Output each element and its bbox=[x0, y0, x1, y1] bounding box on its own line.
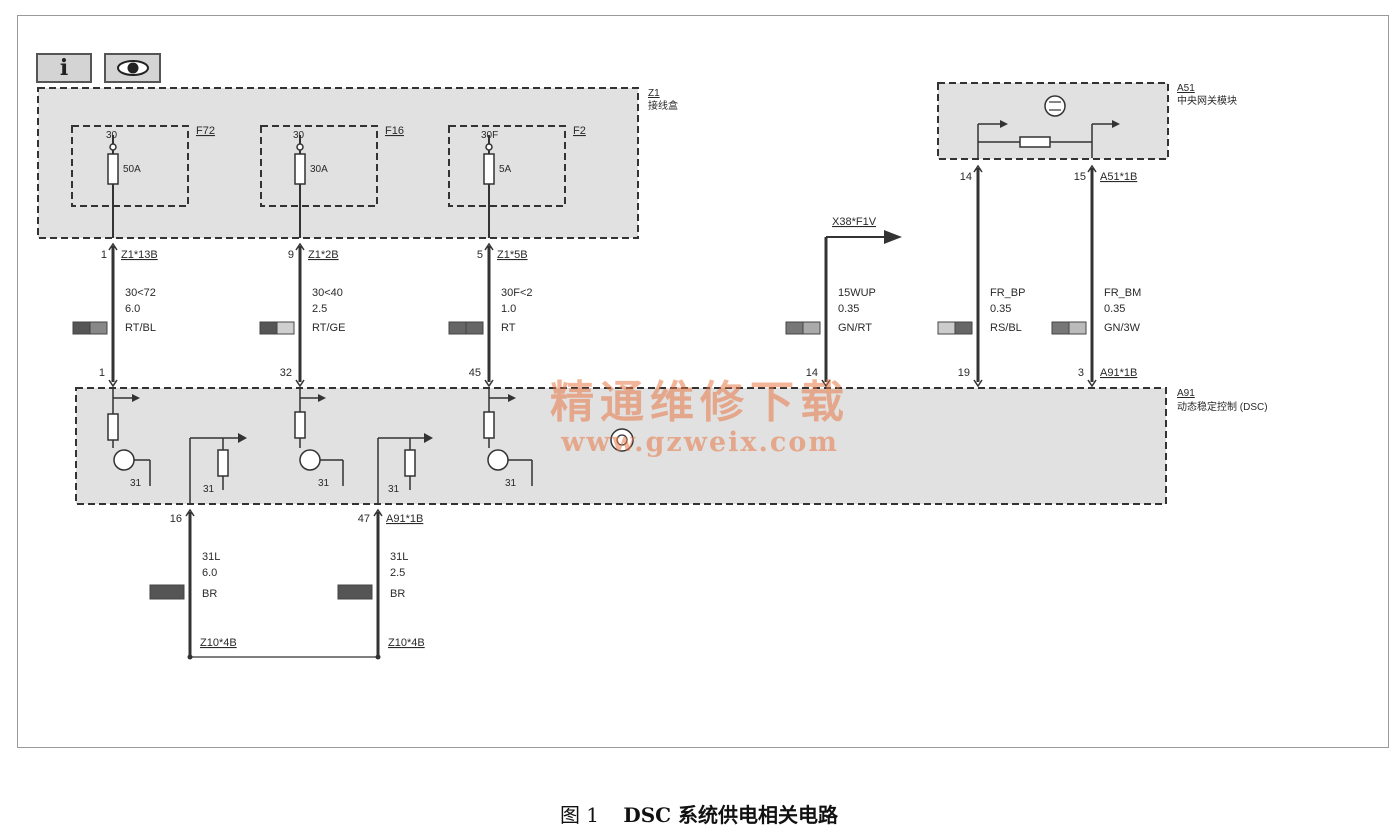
wire-color: RT/BL bbox=[125, 322, 156, 334]
wire-connector-label: Z1*2B bbox=[308, 249, 339, 261]
wire-connector-label: A51*1B bbox=[1100, 171, 1137, 183]
wire-bottom-pin: 19 bbox=[958, 367, 970, 379]
svg-text:50A: 50A bbox=[123, 164, 141, 175]
svg-text:F72: F72 bbox=[196, 125, 215, 137]
fuse-f72: 30 50A F72 bbox=[71, 125, 215, 207]
svg-text:31: 31 bbox=[203, 484, 215, 495]
a91-internal-circuits: 31 31 31 31 bbox=[107, 388, 634, 504]
wire-color: RT/GE bbox=[312, 322, 345, 334]
wire-color-swatch bbox=[785, 321, 804, 335]
wire-color-swatch bbox=[259, 321, 278, 335]
wire-color: RT bbox=[501, 322, 516, 334]
wire-connector-label: Z10*4B bbox=[388, 637, 425, 649]
module-a51-code: A51 bbox=[1177, 83, 1195, 94]
figure-label: 图 1 bbox=[559, 803, 600, 827]
figure-caption: 图 1 DSC 系统供电相关电路 bbox=[0, 799, 1398, 828]
ground-wire-1: 16 31L 6.0BR Z10*4B bbox=[149, 508, 237, 655]
wire-top-pin: 14 bbox=[960, 171, 972, 183]
ground-wire-2: 47 A91*1B 31L 2.5BR Z10*4B bbox=[337, 508, 425, 655]
wire-top-pin: 9 bbox=[288, 249, 294, 261]
wire-connector-label: A91*1B bbox=[386, 513, 423, 525]
fuse-f2: 30F 5A F2 bbox=[448, 125, 586, 207]
svg-text:F16: F16 bbox=[385, 125, 404, 137]
svg-text:5A: 5A bbox=[499, 164, 512, 175]
view-icon bbox=[116, 60, 149, 76]
wire-size: 6.0 bbox=[202, 567, 217, 579]
wire-color: BR bbox=[390, 588, 405, 600]
wire-size: 1.0 bbox=[501, 303, 516, 315]
wire-bottom-pin: 14 bbox=[806, 367, 818, 379]
wire-bottom-pin: 1 bbox=[99, 367, 105, 379]
svg-text:30: 30 bbox=[106, 130, 118, 141]
info-icon: i bbox=[59, 55, 69, 81]
wire-size: 0.35 bbox=[1104, 303, 1125, 315]
wire-color: GN/RT bbox=[838, 322, 872, 334]
wire-signal: FR_BP bbox=[990, 287, 1025, 299]
svg-text:30A: 30A bbox=[310, 164, 328, 175]
wire-color-swatch bbox=[72, 321, 91, 335]
wire-connector-label: Z10*4B bbox=[200, 637, 237, 649]
wire-connector-label: X38*F1V bbox=[832, 216, 877, 228]
svg-text:31: 31 bbox=[388, 484, 400, 495]
module-z1-box bbox=[37, 87, 639, 239]
wire-color: RS/BL bbox=[990, 322, 1022, 334]
svg-text:30: 30 bbox=[293, 130, 305, 141]
wire-bottom-pin: 3 bbox=[1078, 367, 1084, 379]
wire-color-swatch bbox=[937, 321, 956, 335]
svg-text:31: 31 bbox=[318, 478, 330, 489]
wire-signal: 30F<2 bbox=[501, 287, 533, 299]
svg-text:31: 31 bbox=[130, 478, 142, 489]
figure-title: DSC 系统供电相关电路 bbox=[623, 803, 839, 827]
wire-connector-label: A91*1B bbox=[1100, 367, 1137, 379]
wire-signal: 30<72 bbox=[125, 287, 156, 299]
wire-2: 9 Z1*2B 30<40 2.5RT/GE 32 bbox=[259, 242, 345, 388]
svg-text:F2: F2 bbox=[573, 125, 586, 137]
wire-top-pin: 16 bbox=[170, 513, 182, 525]
info-button[interactable]: i bbox=[36, 53, 92, 83]
module-a51-box bbox=[937, 82, 1169, 160]
wire-color: GN/3W bbox=[1104, 322, 1141, 334]
wire-size: 0.35 bbox=[990, 303, 1011, 315]
wire-signal: 31L bbox=[202, 551, 220, 563]
wire-signal: FR_BM bbox=[1104, 287, 1141, 299]
svg-text:30F: 30F bbox=[481, 130, 498, 141]
wire-color-swatch bbox=[1051, 321, 1070, 335]
module-z1-code: Z1 bbox=[648, 88, 660, 99]
wire-top-pin: 1 bbox=[101, 249, 107, 261]
wire-top-pin: 5 bbox=[477, 249, 483, 261]
wire-size: 2.5 bbox=[390, 567, 405, 579]
module-a91-name: 动态稳定控制 (DSC) bbox=[1177, 400, 1268, 413]
wire-size: 6.0 bbox=[125, 303, 140, 315]
fuse-f16: 30 30A F16 bbox=[260, 125, 404, 207]
wire-color-swatch bbox=[448, 321, 467, 335]
wire-signal: 30<40 bbox=[312, 287, 343, 299]
wire-connector-label: Z1*13B bbox=[121, 249, 158, 261]
wire-color: BR bbox=[202, 588, 217, 600]
view-button[interactable] bbox=[104, 53, 161, 83]
wire-connector-label: Z1*5B bbox=[497, 249, 528, 261]
svg-text:31: 31 bbox=[505, 478, 517, 489]
wire-signal: 15WUP bbox=[838, 287, 876, 299]
wire-color-swatch bbox=[337, 584, 373, 600]
wire-1: 1 Z1*13B 30<72 6.0RT/BL 1 bbox=[72, 242, 158, 388]
module-a91-code: A91 bbox=[1177, 388, 1195, 399]
wire-bottom-pin: 45 bbox=[469, 367, 481, 379]
wire-size: 0.35 bbox=[838, 303, 859, 315]
wire-color-swatch bbox=[149, 584, 185, 600]
module-z1-name: 接线盒 bbox=[648, 99, 678, 112]
module-a51-name: 中央网关模块 bbox=[1177, 94, 1237, 107]
wire-top-pin: 15 bbox=[1074, 171, 1086, 183]
a51-gateway-symbol bbox=[977, 95, 1120, 158]
wire-size: 2.5 bbox=[312, 303, 327, 315]
wire-top-pin: 47 bbox=[358, 513, 370, 525]
wire-signal: 31L bbox=[390, 551, 408, 563]
wire-3: 5 Z1*5B 30F<2 1.0RT 45 bbox=[448, 242, 533, 388]
wire-bottom-pin: 32 bbox=[280, 367, 292, 379]
